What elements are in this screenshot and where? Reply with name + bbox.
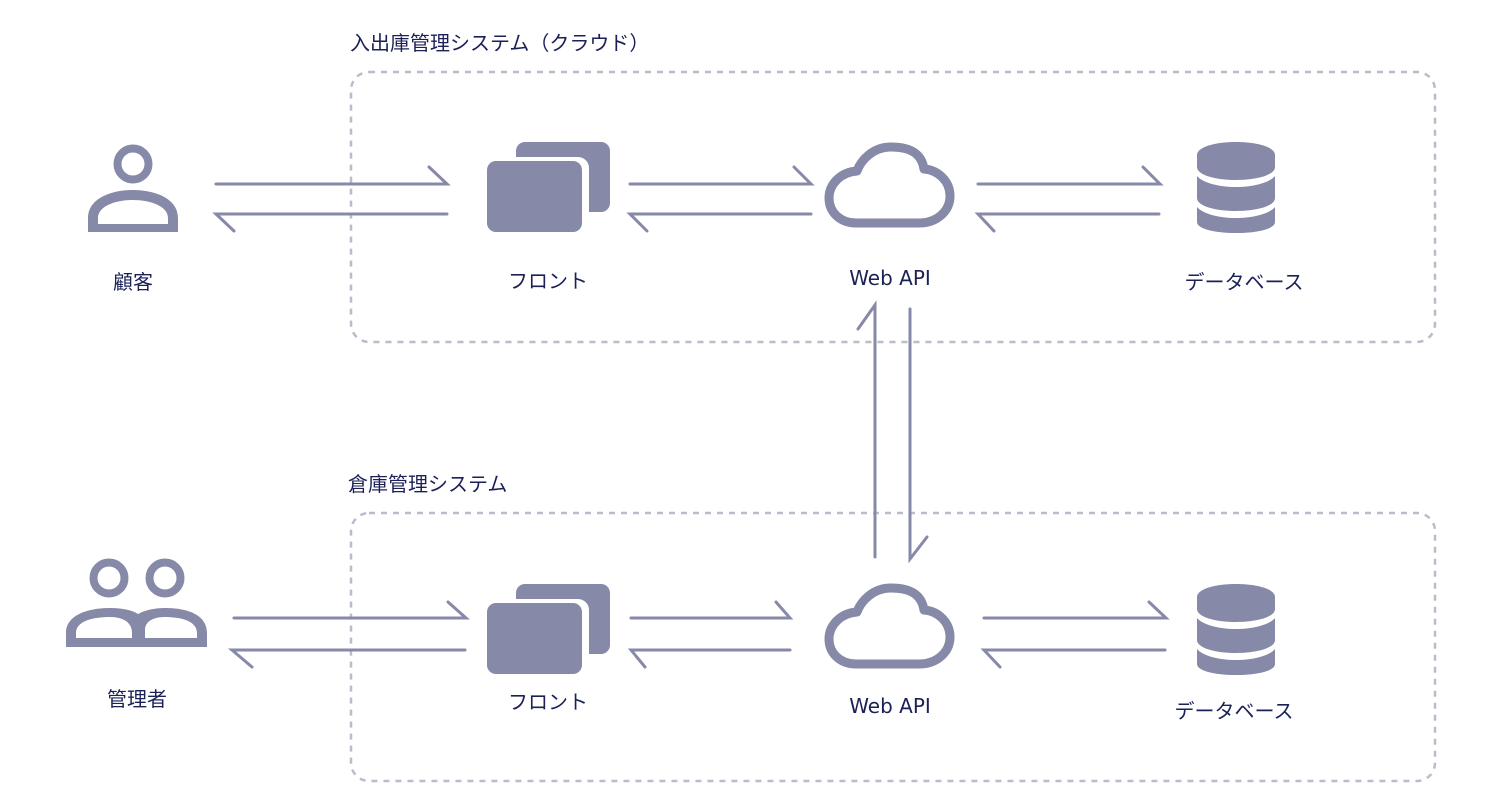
- group-cloud-boundary: [349, 70, 1437, 344]
- connector-wh-api-wh-db: [980, 600, 1170, 669]
- node-wh-db[interactable]: データベース: [1175, 584, 1294, 723]
- actor-admin[interactable]: 管理者: [66, 558, 207, 712]
- arrow-down: [908, 307, 929, 564]
- actor-customer[interactable]: 顧客: [88, 144, 178, 295]
- arrow-back: [626, 212, 813, 233]
- arrow-forward: [214, 165, 451, 186]
- arrow-up: [856, 300, 877, 559]
- connector-admin-wh-front: [227, 600, 470, 669]
- actor-admin-label: 管理者: [107, 687, 167, 711]
- arrow-back: [227, 648, 467, 669]
- node-wh-front-label: フロント: [508, 690, 588, 714]
- arrow-back: [212, 212, 449, 233]
- actor-customer-label: 顧客: [113, 270, 153, 294]
- arrow-back: [974, 212, 1161, 233]
- group-warehouse: 倉庫管理システム: [348, 472, 1437, 783]
- node-cloud-db-label: データベース: [1185, 270, 1304, 294]
- arrow-forward: [232, 600, 470, 620]
- node-wh-api-label: Web API: [849, 694, 931, 718]
- node-cloud-front-label: フロント: [508, 269, 588, 293]
- cloud-icon: [824, 142, 955, 228]
- arrow-forward: [982, 600, 1170, 620]
- group-cloud: 入出庫管理システム（クラウド）: [349, 31, 1437, 344]
- windows-icon: [483, 584, 610, 679]
- arrow-back: [980, 648, 1167, 669]
- arrow-back: [627, 648, 792, 669]
- node-wh-front[interactable]: フロント: [483, 584, 610, 714]
- arrow-forward: [628, 165, 815, 186]
- node-cloud-db[interactable]: データベース: [1185, 142, 1304, 294]
- node-wh-db-label: データベース: [1175, 699, 1294, 723]
- database-icon: [1197, 584, 1275, 675]
- group-cloud-title: 入出庫管理システム（クラウド）: [350, 31, 649, 55]
- arrow-forward: [976, 165, 1164, 186]
- node-wh-api[interactable]: Web API: [824, 583, 955, 718]
- connector-wh-front-wh-api: [627, 600, 794, 669]
- connector-wh-api-cloud-api: [856, 300, 929, 564]
- arrow-forward: [629, 600, 794, 620]
- cloud-icon: [824, 583, 955, 669]
- database-icon: [1197, 142, 1275, 233]
- user-icon: [88, 144, 178, 232]
- users-icon: [66, 558, 207, 647]
- group-warehouse-boundary: [349, 511, 1437, 783]
- node-cloud-api[interactable]: Web API: [824, 142, 955, 290]
- windows-icon: [483, 142, 610, 237]
- connector-customer-cloud-front: [212, 165, 451, 233]
- connector-cloud-front-cloud-api: [626, 165, 815, 233]
- node-cloud-api-label: Web API: [849, 266, 931, 290]
- group-warehouse-title: 倉庫管理システム: [348, 472, 507, 496]
- node-cloud-front[interactable]: フロント: [483, 142, 610, 293]
- connector-cloud-api-cloud-db: [974, 165, 1164, 233]
